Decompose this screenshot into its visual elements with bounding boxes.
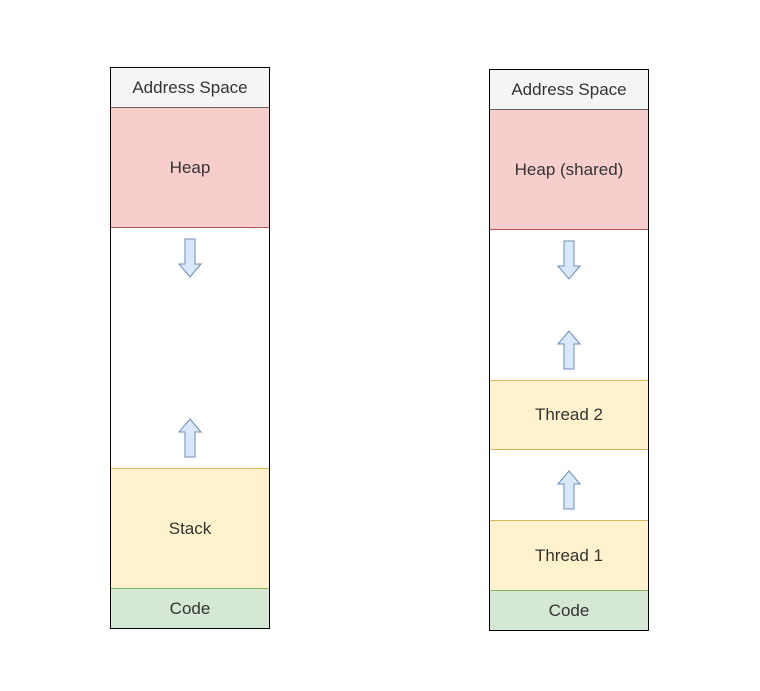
- down-arrow-icon: [178, 238, 202, 278]
- stack-segment: Stack: [111, 468, 269, 588]
- address-space-single-thread: Address Space Heap Stack Code: [110, 67, 270, 629]
- up-arrow-icon: [178, 418, 202, 458]
- thread-2-stack-segment: Thread 2: [490, 380, 648, 450]
- heap-segment: Heap: [111, 108, 269, 228]
- address-space-header: Address Space: [490, 70, 648, 110]
- up-arrow-icon: [557, 470, 581, 510]
- heap-shared-segment: Heap (shared): [490, 110, 648, 230]
- code-segment: Code: [111, 588, 269, 628]
- thread-1-stack-segment: Thread 1: [490, 520, 648, 590]
- address-space-multi-thread: Address Space Heap (shared) Thread 2 Thr…: [489, 69, 649, 631]
- address-space-header: Address Space: [111, 68, 269, 108]
- up-arrow-icon: [557, 330, 581, 370]
- code-segment: Code: [490, 590, 648, 630]
- down-arrow-icon: [557, 240, 581, 280]
